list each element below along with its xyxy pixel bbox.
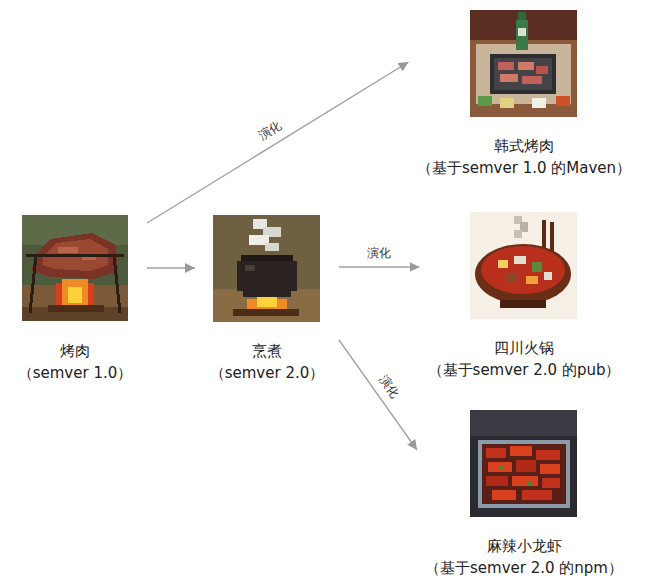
korean-bbq-picture xyxy=(470,10,577,117)
edge-label: 演化 xyxy=(365,246,393,261)
version-note: （基于semver 2.0 的pub） xyxy=(422,359,627,381)
version-note: （semver 1.0） xyxy=(5,362,145,384)
crayfish-picture xyxy=(470,410,577,517)
edge-label: 演化 xyxy=(255,117,287,144)
dish-name: 韩式烤肉 xyxy=(411,135,638,157)
dish-name: 四川火锅 xyxy=(422,337,627,359)
dish-node: 四川火锅（基于semver 2.0 的pub） xyxy=(422,212,627,381)
dish-name: 麻辣小龙虾 xyxy=(419,535,629,557)
dish-name: 烤肉 xyxy=(5,340,145,362)
evolution-arrow xyxy=(339,340,417,450)
dish-name: 烹煮 xyxy=(197,340,337,362)
evolution-arrow xyxy=(339,266,420,267)
dish-node: 烤肉（semver 1.0） xyxy=(5,215,145,384)
hotpot-picture xyxy=(470,212,577,319)
version-note: （基于semver 1.0 的Maven） xyxy=(411,157,638,179)
dish-node: 韩式烤肉（基于semver 1.0 的Maven） xyxy=(411,10,638,179)
dish-node: 烹煮（semver 2.0） xyxy=(197,215,337,384)
evolution-arrow xyxy=(147,267,195,268)
edge-label: 演化 xyxy=(375,371,403,403)
version-note: （semver 2.0） xyxy=(197,362,337,384)
evolution-arrow xyxy=(147,62,409,223)
dish-node: 麻辣小龙虾（基于semver 2.0 的npm） xyxy=(419,410,629,579)
roast-meat-picture xyxy=(22,215,128,321)
cooking-pot-picture xyxy=(213,215,320,322)
version-note: （基于semver 2.0 的npm） xyxy=(419,557,629,579)
